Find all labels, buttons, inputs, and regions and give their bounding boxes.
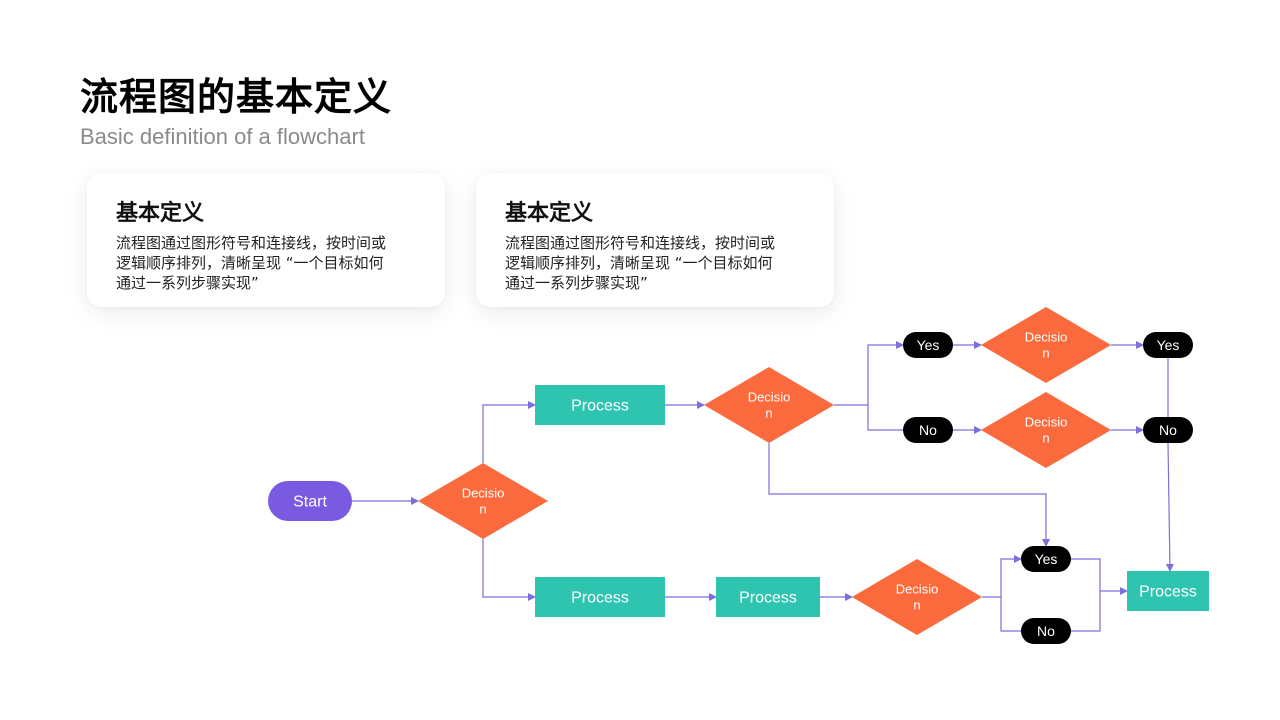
node-label: Yes [917,337,940,353]
decision-diamond [981,392,1111,468]
process-box [535,385,665,425]
nodes: StartDecisionProcessDecisionYesNoDecisio… [268,307,1209,644]
terminal-node-yes1: Yes [903,332,953,358]
card-body-line: 流程图通过图形符号和连接线，按时间或 [116,234,387,252]
page-title: 流程图的基本定义 [80,75,393,119]
connector-no3-to-p4 [1071,591,1101,632]
card-body-line: 逻辑顺序排列，清晰呈现 “一个目标如何 [505,254,773,272]
node-label: Decisio [462,486,505,501]
connector-yes3-to-p4 [1071,558,1128,595]
connectors [352,341,1174,632]
connector-d2-to-yes1 [834,341,904,406]
page-subtitle: Basic definition of a flowchart [80,124,365,149]
node-label: Start [293,494,327,511]
node-label: Process [1139,584,1197,601]
process-node-p4: Process [1127,571,1209,611]
node-label: Yes [1035,551,1058,567]
node-label: Process [571,398,629,415]
node-label: n [1042,346,1049,361]
node-label: n [913,598,920,613]
node-label: Yes [1157,337,1180,353]
node-label: Decisio [896,582,939,597]
connector-d5-to-no3 [1000,597,1021,632]
terminal-pill [1143,417,1193,443]
connector-d1-to-p2 [482,539,536,601]
definition-card-1: 基本定义 流程图通过图形符号和连接线，按时间或 逻辑顺序排列，清晰呈现 “一个目… [87,173,445,307]
node-label: Process [571,590,629,607]
card-body-line: 通过一系列步骤实现” [116,274,259,292]
node-label: Decisio [1025,330,1068,345]
node-label: Process [739,590,797,607]
process-node-p2: Process [535,577,665,617]
card-body: 流程图通过图形符号和连接线，按时间或 逻辑顺序排列，清晰呈现 “一个目标如何 通… [505,233,805,293]
node-label: Decisio [748,390,791,405]
card-body-line: 流程图通过图形符号和连接线，按时间或 [505,234,776,252]
node-label: No [1037,623,1055,639]
connector-d1-to-p1 [482,401,536,463]
terminal-node-no3: No [1021,618,1071,644]
card-heading: 基本定义 [116,201,205,226]
card-heading: 基本定义 [505,201,594,226]
process-box [716,577,820,617]
terminal-pill [1143,332,1193,358]
terminal-pill [903,417,953,443]
node-label: No [1159,422,1177,438]
decision-diamond [418,463,548,539]
process-box [1127,571,1209,611]
node-label: n [1042,431,1049,446]
node-label: Decisio [1025,415,1068,430]
terminal-node-yes2: Yes [1143,332,1193,358]
process-node-p1: Process [535,385,665,425]
connector-d5-to-yes3 [982,555,1022,598]
node-label: n [765,406,772,421]
connector-d2-to-no1 [867,405,903,431]
decision-diamond [981,307,1111,383]
terminal-pill [1021,618,1071,644]
start-pill [268,481,352,521]
terminal-pill [1021,546,1071,572]
definition-card-2: 基本定义 流程图通过图形符号和连接线，按时间或 逻辑顺序排列，清晰呈现 “一个目… [476,173,834,307]
card-body-line: 逻辑顺序排列，清晰呈现 “一个目标如何 [116,254,384,272]
terminal-pill [903,332,953,358]
decision-diamond [704,367,834,443]
terminal-node-yes3: Yes [1021,546,1071,572]
card-body-line: 通过一系列步骤实现” [505,274,648,292]
connector-d2-to-yes3 [768,443,1050,547]
decision-diamond [852,559,982,635]
process-node-p3: Process [716,577,820,617]
terminal-node-no2: No [1143,417,1193,443]
terminal-node-no1: No [903,417,953,443]
process-box [535,577,665,617]
card-body: 流程图通过图形符号和连接线，按时间或 逻辑顺序排列，清晰呈现 “一个目标如何 通… [116,233,416,293]
start-node-start: Start [268,481,352,521]
node-label: n [479,502,486,517]
node-label: No [919,422,937,438]
connector-no2-to-p4 [1165,442,1174,572]
